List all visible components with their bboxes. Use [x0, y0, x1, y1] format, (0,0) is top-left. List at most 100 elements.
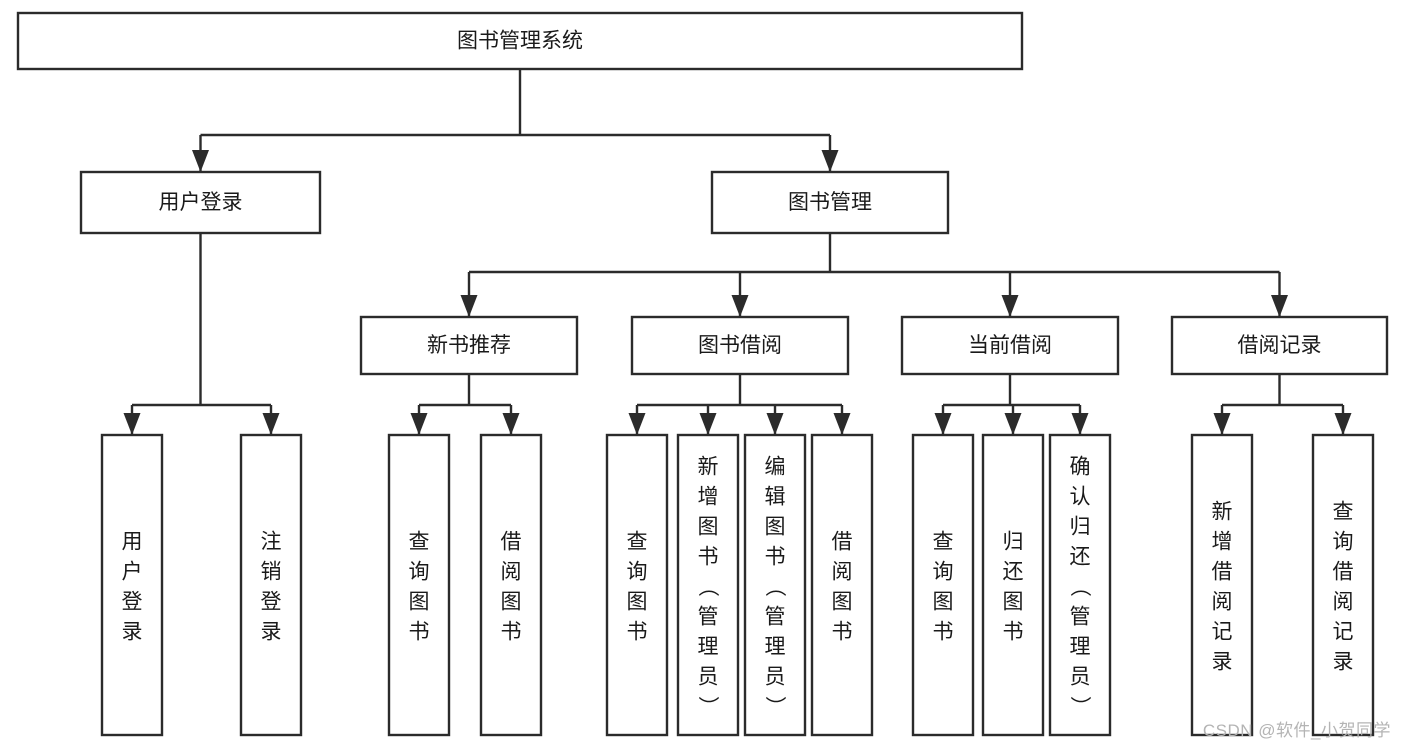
node-box[interactable] [387, 433, 451, 737]
node-label-char: 增 [1212, 530, 1233, 553]
node-label: 图书管理系统 [457, 30, 583, 53]
node-box[interactable] [605, 433, 669, 737]
node-label-char: 用 [122, 530, 143, 553]
node-label-char: 借 [1333, 560, 1354, 583]
node-label-char: 书 [933, 620, 954, 643]
node-label-char: 图 [501, 590, 522, 613]
node-label-char: 编 [765, 455, 786, 478]
node-box[interactable] [1190, 433, 1254, 737]
node-label-char: ） [763, 696, 786, 717]
level3-node-借阅记录[interactable]: 借阅记录 [1170, 315, 1389, 376]
leaf-node-用户登录[interactable]: 用户登录 [100, 433, 164, 737]
node-box[interactable] [911, 433, 975, 737]
node-label-char: （ [696, 576, 719, 597]
node-label-char: 新 [698, 455, 719, 478]
node-label-char: 书 [698, 545, 719, 568]
node-label-char: 图 [933, 590, 954, 613]
node-label-char: 户 [122, 560, 143, 583]
node-label-char: 理 [765, 635, 786, 658]
node-label-char: 登 [261, 590, 282, 613]
node-label-char: 增 [698, 485, 719, 508]
level2-node-用户登录[interactable]: 用户登录 [79, 170, 322, 235]
node-label-char: 借 [501, 530, 522, 553]
level3-node-当前借阅[interactable]: 当前借阅 [900, 315, 1120, 376]
node-label-char: 询 [933, 560, 954, 583]
node-label-char: 员 [698, 665, 719, 688]
node-label-char: 还 [1003, 560, 1024, 583]
node-label-char: 管 [765, 605, 786, 628]
node-label-char: 询 [409, 560, 430, 583]
level3-node-图书借阅[interactable]: 图书借阅 [630, 315, 850, 376]
node-label-char: 认 [1070, 485, 1091, 508]
node-label-char: 图 [832, 590, 853, 613]
node-label-char: 询 [1333, 530, 1354, 553]
node-label-char: 查 [1333, 500, 1354, 523]
node-box[interactable] [79, 170, 322, 235]
level3-node-新书推荐[interactable]: 新书推荐 [359, 315, 579, 376]
node-label-char: 录 [1333, 650, 1354, 673]
node-label-char: ） [696, 696, 719, 717]
node-box[interactable] [630, 315, 850, 376]
root-node-图书管理系统[interactable]: 图书管理系统 [16, 11, 1024, 71]
node-label-char: 销 [261, 560, 282, 583]
node-label-char: 图 [1003, 590, 1024, 613]
node-box[interactable] [676, 433, 740, 737]
node-label-char: 录 [122, 620, 143, 643]
node-label-char: 登 [122, 590, 143, 613]
node-box[interactable] [743, 433, 807, 737]
node-box[interactable] [1311, 433, 1375, 737]
node-label-char: 录 [261, 620, 282, 643]
node-label-char: 查 [627, 530, 648, 553]
node-label-char: ） [1068, 696, 1091, 717]
node-label-char: 书 [1003, 620, 1024, 643]
node-label-char: 还 [1070, 545, 1091, 568]
node-label-char: 借 [832, 530, 853, 553]
node-label-char: 询 [627, 560, 648, 583]
node-label-char: 图 [409, 590, 430, 613]
node-label-char: 图 [765, 515, 786, 538]
node-label-char: 注 [261, 530, 282, 553]
node-box[interactable] [239, 433, 303, 737]
node-label-char: 理 [698, 635, 719, 658]
node-label-char: （ [1068, 576, 1091, 597]
level2-node-图书管理[interactable]: 图书管理 [710, 170, 950, 235]
node-label-char: 阅 [501, 560, 522, 583]
node-label-char: 记 [1333, 620, 1354, 643]
node-label-char: 阅 [832, 560, 853, 583]
node-label: 用户登录 [159, 191, 243, 214]
node-box[interactable] [710, 170, 950, 235]
node-label-char: 书 [832, 620, 853, 643]
node-label-char: 查 [933, 530, 954, 553]
node-label-char: 确 [1070, 455, 1091, 478]
node-label-char: 阅 [1212, 590, 1233, 613]
node-box[interactable] [1048, 433, 1112, 737]
node-label-char: 记 [1212, 620, 1233, 643]
node-label-char: 归 [1003, 530, 1024, 553]
node-box[interactable] [981, 433, 1045, 737]
node-label-char: （ [763, 576, 786, 597]
node-label: 新书推荐 [427, 334, 511, 357]
node-box[interactable] [359, 315, 579, 376]
node-box[interactable] [479, 433, 543, 737]
node-box[interactable] [16, 11, 1024, 71]
node-label-char: 书 [765, 545, 786, 568]
node-label: 借阅记录 [1238, 334, 1322, 357]
node-box[interactable] [810, 433, 874, 737]
node-box[interactable] [900, 315, 1120, 376]
node-box[interactable] [1170, 315, 1389, 376]
node-box[interactable] [100, 433, 164, 737]
